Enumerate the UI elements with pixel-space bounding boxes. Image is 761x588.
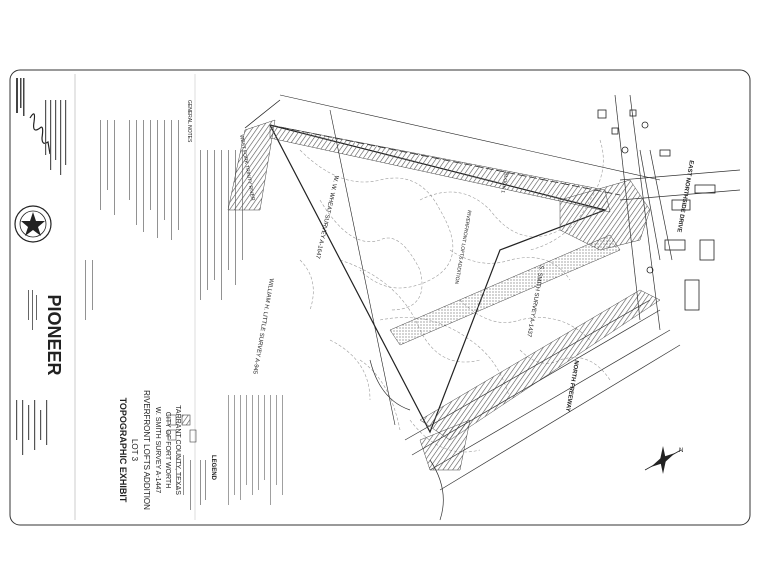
title-line-1: LOT 3 <box>130 439 139 462</box>
legend: LEGEND <box>167 395 283 510</box>
label-north-freeway: NORTH FREEWAY <box>564 360 579 412</box>
title-line-5: TARRANT COUNTY, TEXAS <box>174 405 181 495</box>
sheet-border <box>9 69 751 526</box>
signature <box>29 113 51 155</box>
title-line-4: CITY OF FORT WORTH <box>164 412 171 488</box>
road-lines <box>369 94 741 521</box>
svg-text:LEGEND: LEGEND <box>210 455 216 481</box>
label-survey-little: WILLIAM H. LITTLE SURVEY A-945 <box>251 278 274 375</box>
embankment-hatch <box>227 119 661 471</box>
engineer-seal <box>14 205 52 243</box>
company-logo: PIONEER <box>44 294 64 375</box>
title-line-2: RIVERFRONT LOFTS ADDITION <box>142 390 151 510</box>
title-line-3: W. SMITH SURVEY A-1447 <box>154 407 161 494</box>
general-notes: GENERAL NOTES <box>85 100 243 320</box>
label-east-northside-drive: EAST NORTHSIDE DRIVE <box>675 160 694 233</box>
svg-text:GENERAL NOTES: GENERAL NOTES <box>186 100 192 143</box>
svg-text:N: N <box>679 448 683 454</box>
utility-symbols <box>597 109 716 311</box>
north-arrow: N <box>644 446 683 474</box>
exhibit-title: TOPOGRAPHIC EXHIBIT <box>118 398 128 503</box>
title-block: PIONEER TOPOGRAPHIC EXHIBIT LOT 3 RIVERF… <box>14 74 196 520</box>
label-block: BLOCK 1 <box>499 172 509 194</box>
label-addition: RIVERFRONT LOFTS ADDITION <box>453 210 472 285</box>
